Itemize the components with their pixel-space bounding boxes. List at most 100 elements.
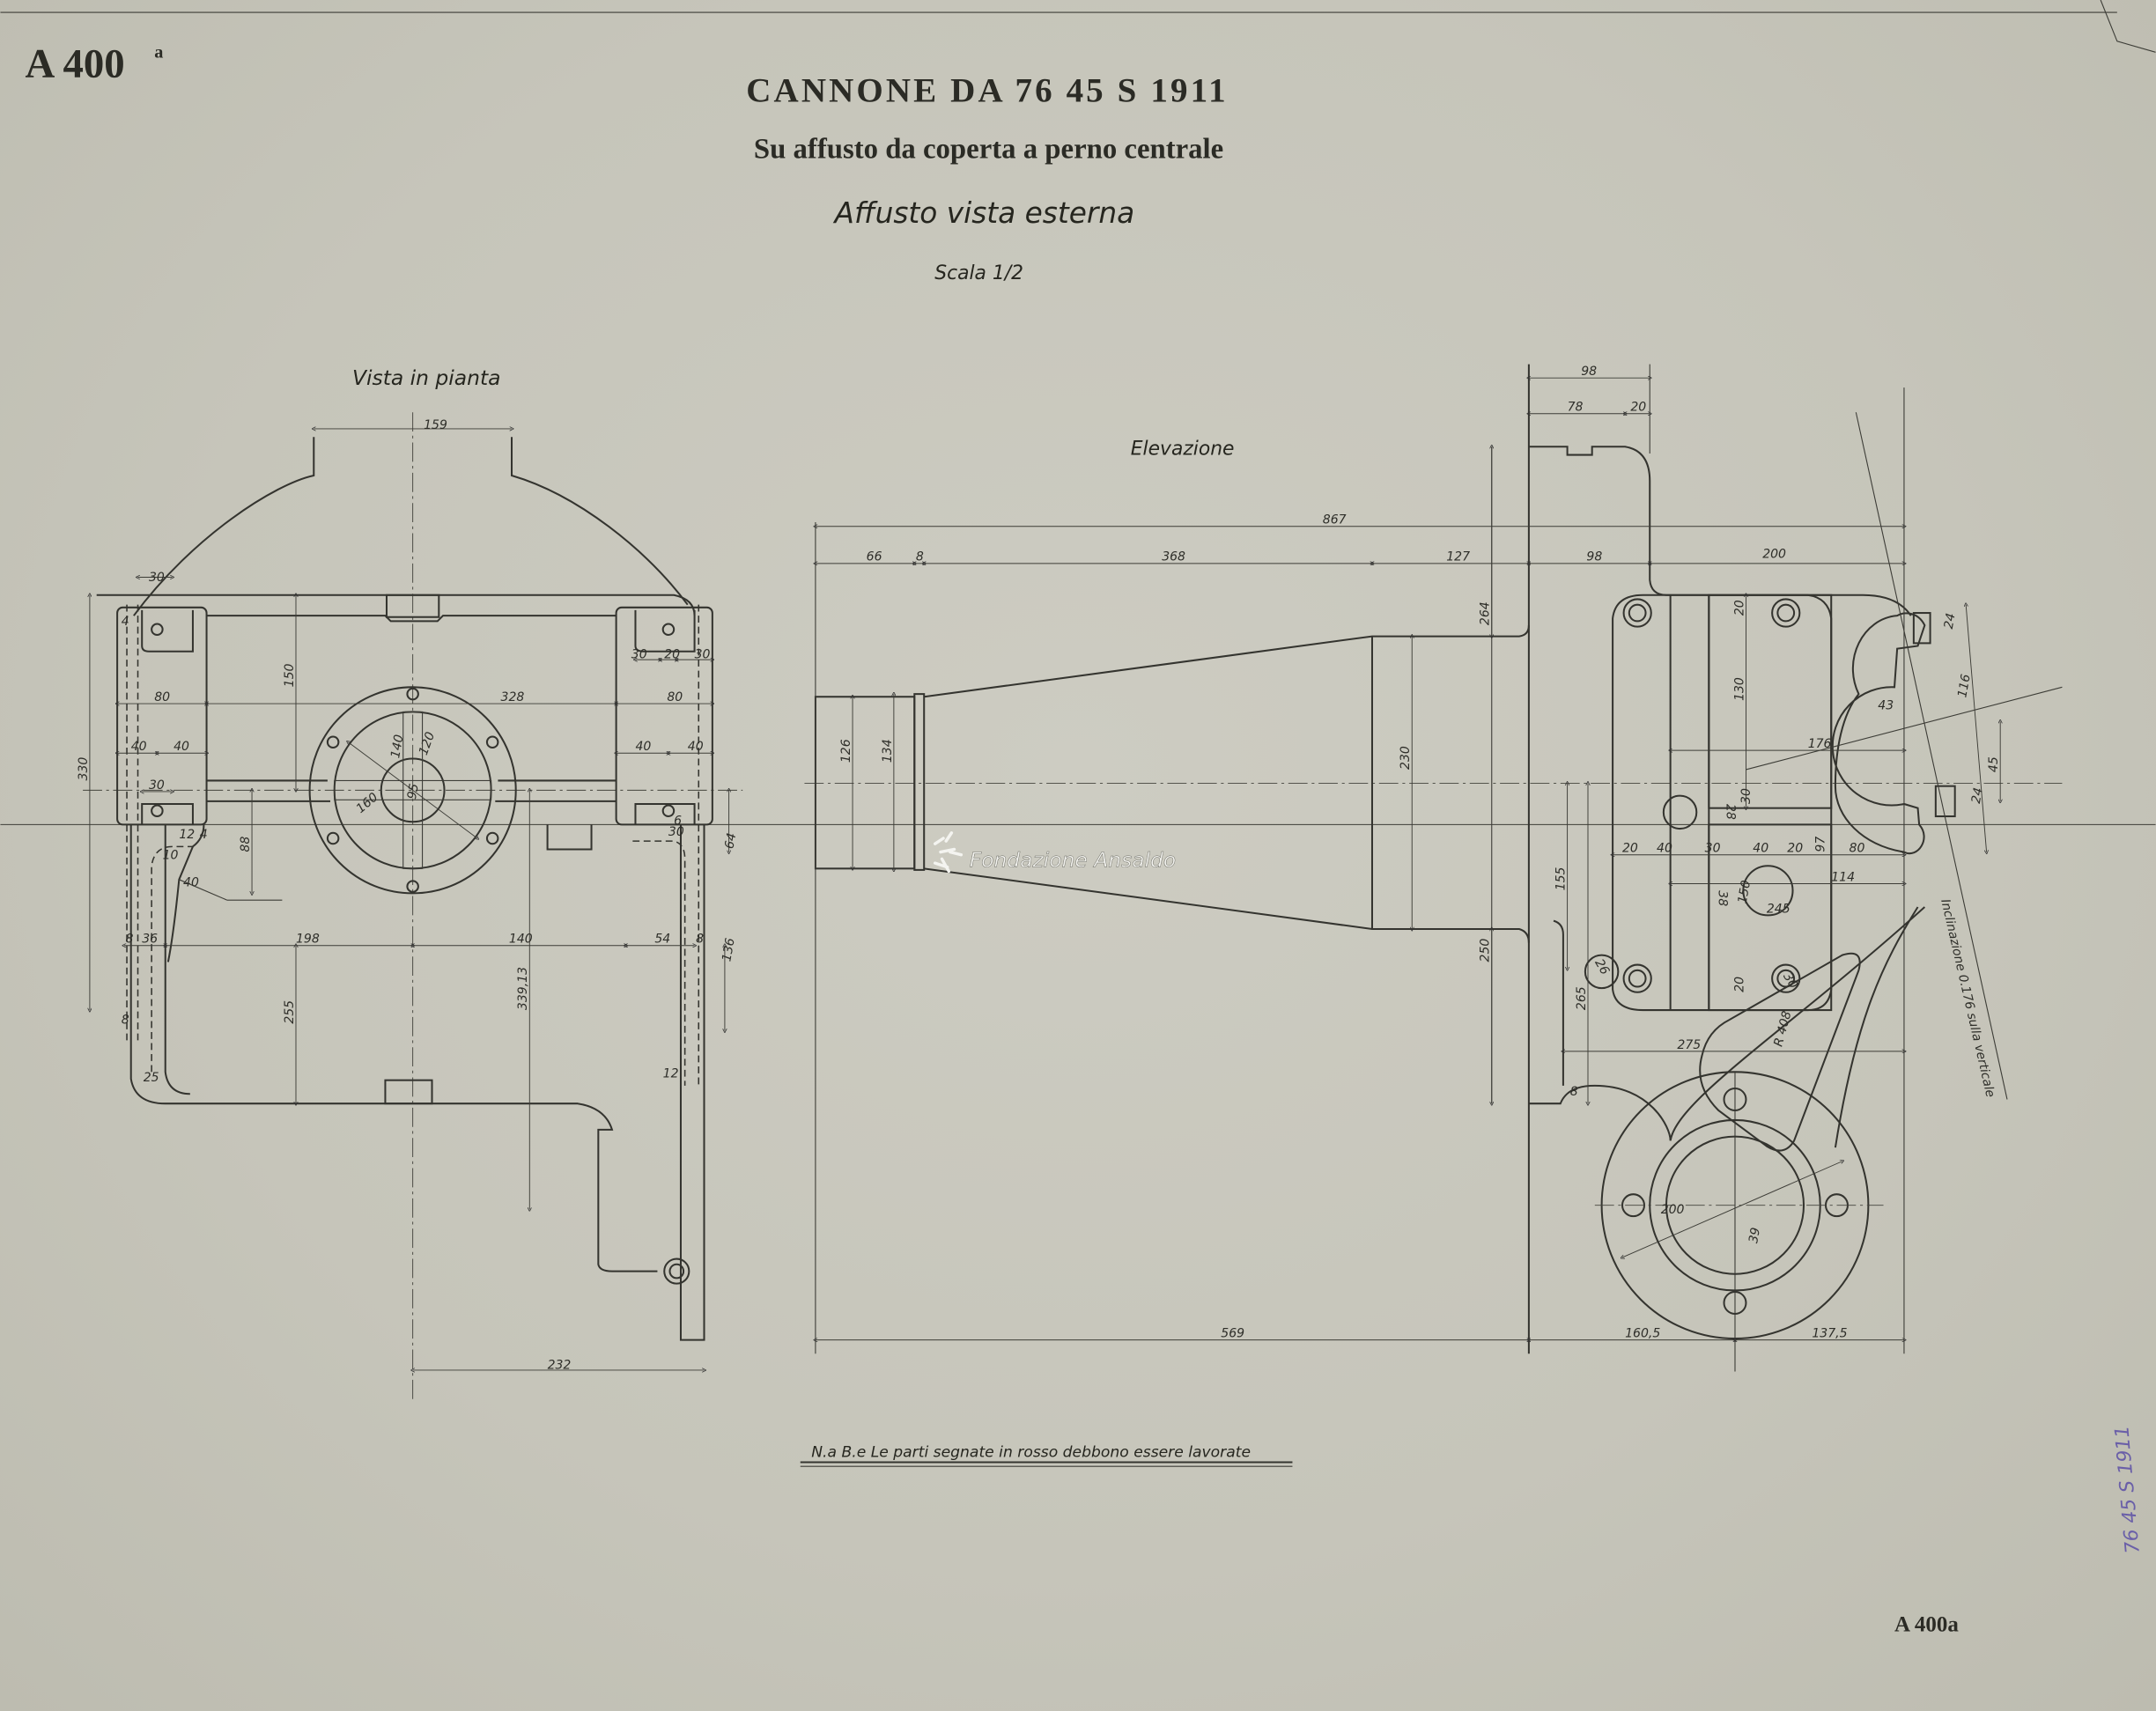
dimension-label: 88 xyxy=(239,837,253,852)
dimension-label: 40 xyxy=(1657,842,1672,856)
dimension-label: 200 xyxy=(1762,548,1786,562)
dimension-label: 867 xyxy=(1323,513,1347,527)
dimension-label: 39 xyxy=(1746,1227,1763,1244)
dimension-label: 176 xyxy=(1808,737,1832,751)
dimension-label: 330 xyxy=(77,757,91,781)
elevation-view-label: Elevazione xyxy=(1131,439,1235,461)
dimension-label: 8 xyxy=(122,1014,129,1028)
dimension-label: 328 xyxy=(501,690,525,704)
dimension-label: 150 xyxy=(283,663,297,687)
dimension-label: 97 xyxy=(1813,837,1827,852)
dimension-label: 30 xyxy=(1705,842,1721,856)
drawing-title: CANNONE DA 76 45 S 1911 xyxy=(746,71,1228,109)
dimension-label: 264 xyxy=(1479,601,1493,625)
dimension-label: 150 xyxy=(1736,879,1754,904)
dimension-label: 10 xyxy=(163,848,179,862)
dimension-label: 30 xyxy=(631,648,647,662)
dimension-label: 114 xyxy=(1831,870,1855,884)
dimension-label: 8 xyxy=(916,550,924,564)
dimension-label: 160 xyxy=(354,790,381,816)
sheet-id-superscript: a xyxy=(154,43,163,63)
dimension-label: 20 xyxy=(1630,401,1646,415)
dimension-label: 80 xyxy=(1850,842,1865,856)
footnote-text: N.a B.e Le parti segnate in rosso debbon… xyxy=(811,1443,1251,1461)
view-title: Affusto vista esterna xyxy=(833,196,1135,230)
plan-view xyxy=(83,412,743,1402)
dimension-label: 569 xyxy=(1221,1327,1244,1341)
elevation-view xyxy=(804,364,2063,1372)
dimension-label: 98 xyxy=(1586,550,1602,564)
dimension-label: 200 xyxy=(1661,1203,1685,1217)
dimension-label: 30 xyxy=(1780,970,1800,992)
bolt-holes xyxy=(326,687,499,893)
sheet-border xyxy=(0,0,2156,825)
dimension-label: 137,5 xyxy=(1812,1327,1847,1341)
dimension-label: 198 xyxy=(296,933,320,947)
dimension-label: 8 xyxy=(1570,1085,1578,1099)
dimension-label: 66 xyxy=(867,550,882,564)
dimension-label: 80 xyxy=(154,690,170,704)
dimension-label: 155 xyxy=(1554,867,1568,890)
dimension-label: R 408 xyxy=(1771,1009,1794,1048)
dimension-label: 78 xyxy=(1568,401,1584,415)
dimension-label: 4 xyxy=(122,615,129,629)
dimension-label: 45 xyxy=(1987,756,2001,772)
plan-view-label: Vista in pianta xyxy=(352,365,500,390)
dimension-label: 36 xyxy=(142,933,158,947)
dimension-label: 136 xyxy=(720,937,737,962)
dimension-label: 127 xyxy=(1446,550,1470,564)
dimension-label: 20 xyxy=(1622,842,1638,856)
dimension-label: 40 xyxy=(688,740,704,754)
dimension-label: 95 xyxy=(405,783,422,800)
dimension-label: 265 xyxy=(1575,986,1589,1010)
dimension-label: 140 xyxy=(388,734,406,759)
dimension-label: 20 xyxy=(1732,977,1746,992)
dimension-label: 40 xyxy=(183,876,199,890)
dimension-label: 250 xyxy=(1479,939,1493,962)
dimension-label: 40 xyxy=(635,740,651,754)
dimension-label: 140 xyxy=(509,933,533,947)
dimension-label: 30 xyxy=(149,778,165,793)
dimension-label: 120 xyxy=(417,730,438,757)
dimension-label: 26 xyxy=(1591,956,1612,977)
inclination-note: Inclinazione 0.176 sulla verticale xyxy=(1938,898,1997,1100)
archive-stamp: 76 45 S 1911 xyxy=(2111,1425,2145,1554)
dimension-label: 24 xyxy=(1942,612,1959,630)
watermark: Fondazione Ansaldo xyxy=(933,831,1177,874)
dimension-label: 40 xyxy=(174,740,189,754)
dimension-label: 6 xyxy=(674,814,682,828)
dimension-label: 8 xyxy=(696,933,704,947)
dimension-label: 159 xyxy=(424,418,447,432)
scale-label: Scala 1/2 xyxy=(934,262,1023,284)
dimension-label: 126 xyxy=(839,739,853,763)
dimension-label: 30 xyxy=(695,648,711,662)
dimension-label: 368 xyxy=(1162,550,1185,564)
dimension-label: 12 xyxy=(663,1067,679,1081)
plan-dimension-labels: 159 30 4 150 80 328 80 30 20 30 40 40 40… xyxy=(77,418,740,1372)
dimension-label: 245 xyxy=(1767,902,1791,916)
dimension-label: 232 xyxy=(548,1358,572,1372)
sheet-id-top: A 400 xyxy=(26,41,125,86)
dimension-label: 54 xyxy=(654,933,670,947)
mounting-holes xyxy=(1584,598,1801,993)
watermark-text: Fondazione Ansaldo xyxy=(970,848,1177,873)
dimension-label: 64 xyxy=(722,832,739,850)
dimension-label: 255 xyxy=(283,1000,297,1024)
dimension-label: 24 xyxy=(1969,786,1986,804)
dimension-label: 8 xyxy=(125,933,133,947)
dimension-label: 20 xyxy=(1732,600,1746,616)
dimension-label: 28 xyxy=(1724,804,1738,820)
dimension-label: 134 xyxy=(881,739,895,763)
dimension-label: 130 xyxy=(1732,677,1746,701)
drawing-subtitle: Su affusto da coperta a perno centrale xyxy=(754,133,1223,165)
ansaldo-logo-icon xyxy=(933,831,964,874)
dimension-label: 40 xyxy=(131,740,147,754)
dimension-label: 30 xyxy=(668,825,684,839)
dimension-label: 80 xyxy=(667,690,683,704)
sheet-id-bottom: A 400a xyxy=(1894,1612,1959,1636)
dimension-label: 339,13 xyxy=(516,967,530,1010)
dimension-label: 116 xyxy=(1955,673,1973,698)
dimension-label: 98 xyxy=(1581,365,1597,379)
